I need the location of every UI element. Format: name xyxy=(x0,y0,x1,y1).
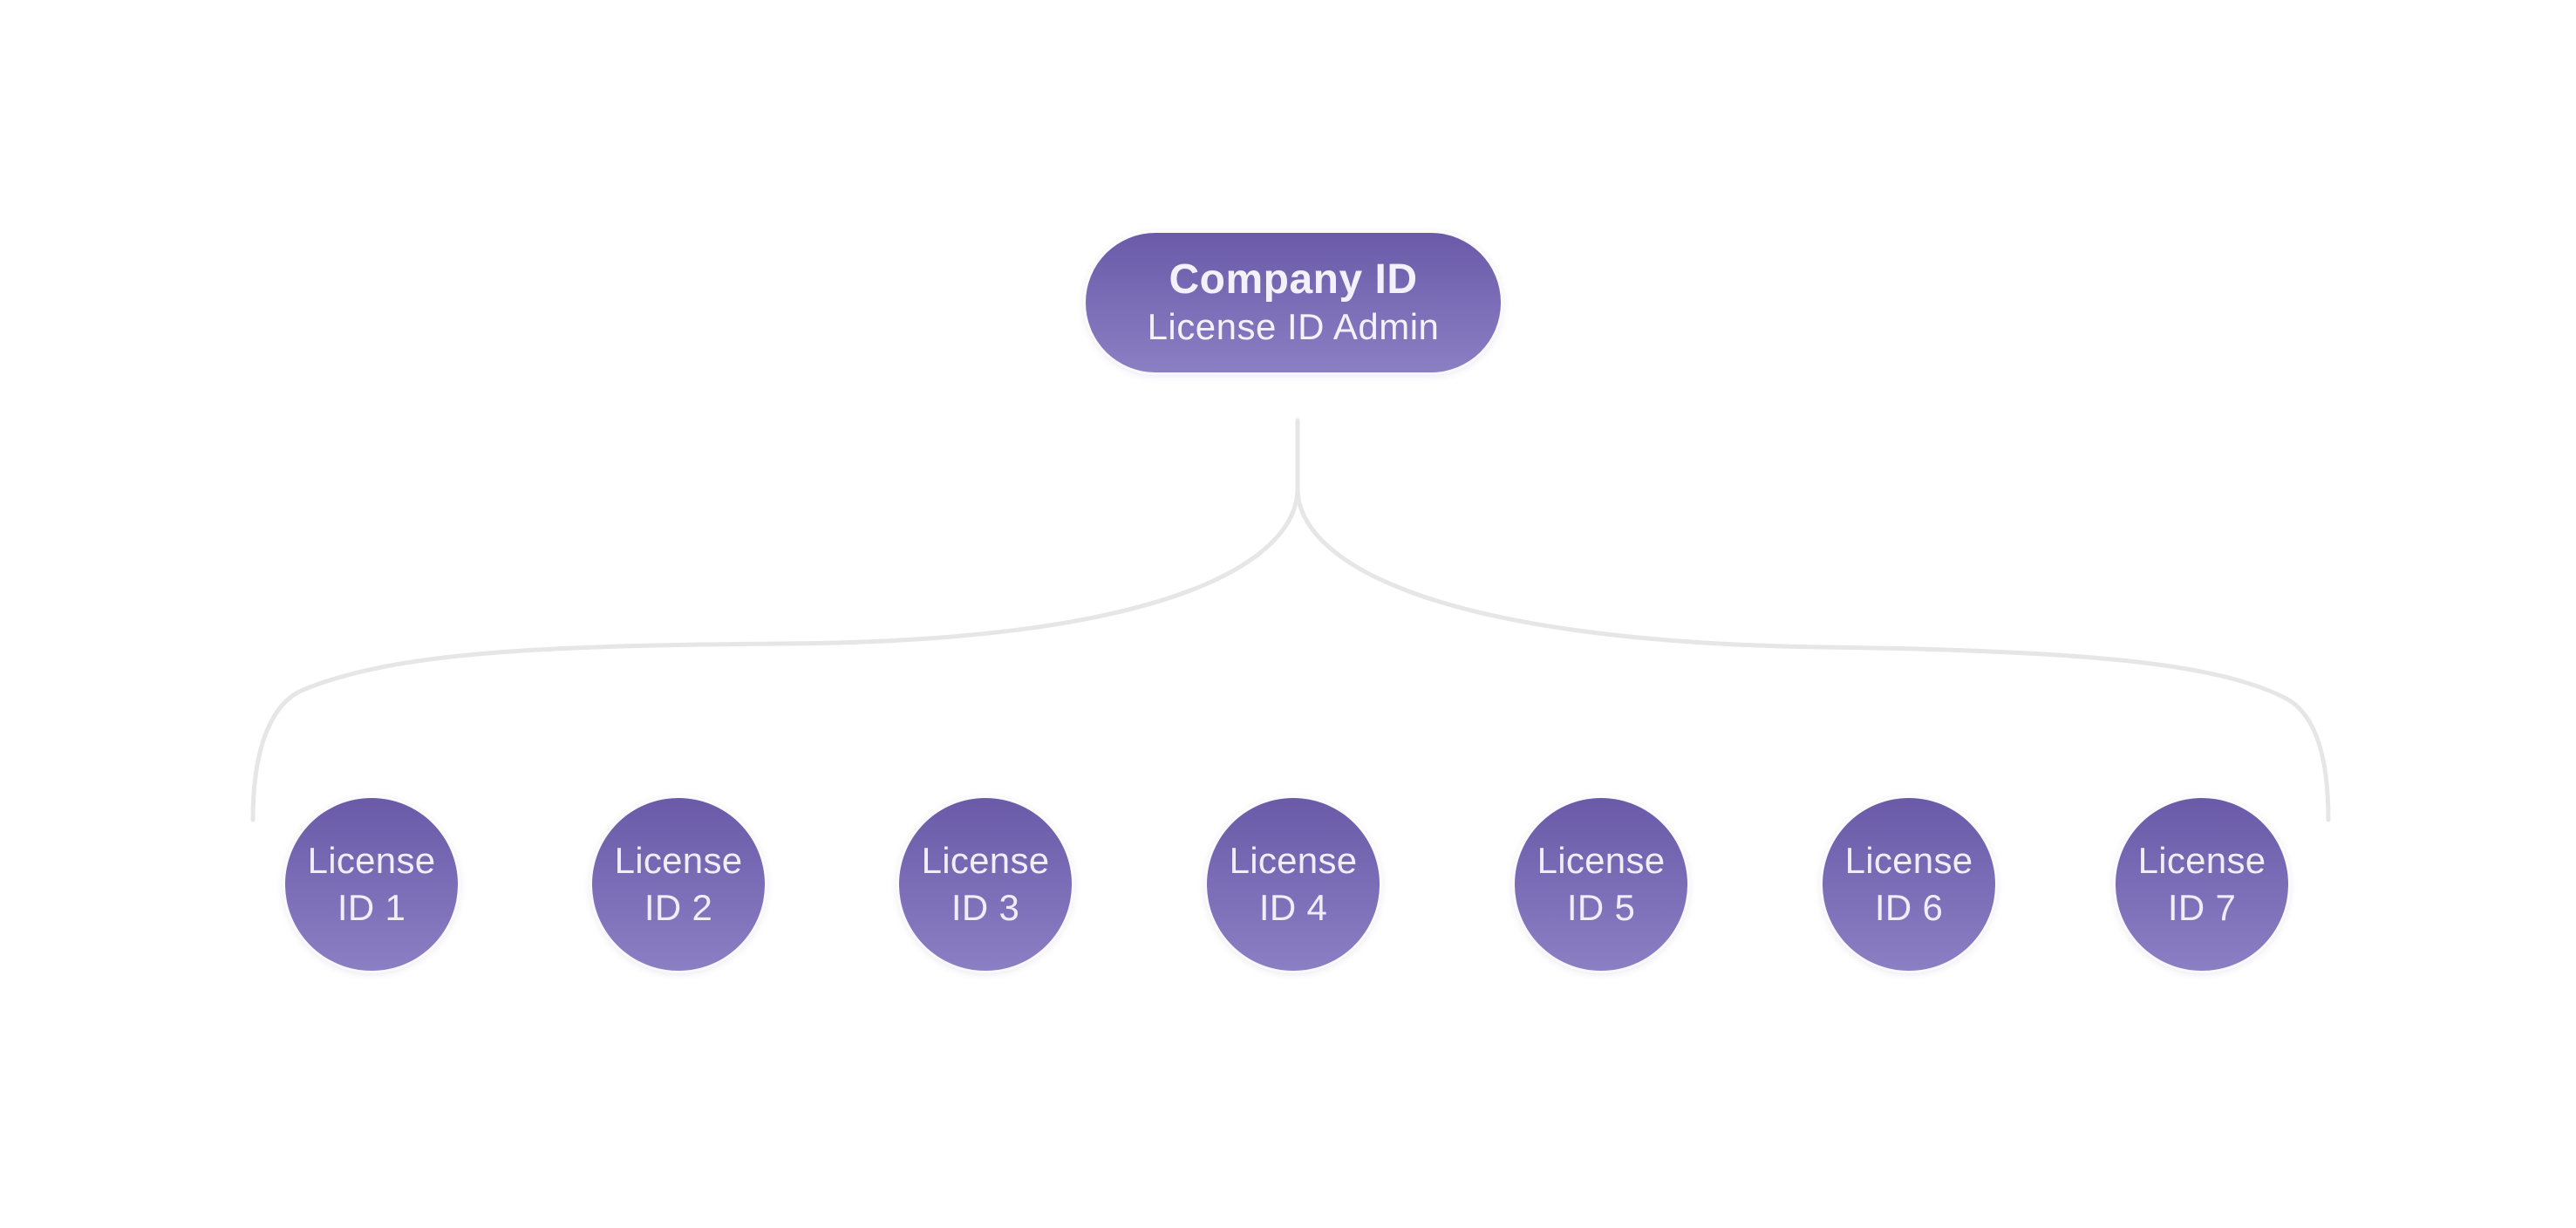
child-label-line1: License xyxy=(921,840,1050,881)
child-label-line2: ID 5 xyxy=(1566,887,1636,928)
child-label-line2: ID 2 xyxy=(644,887,713,928)
child-label-line1: License xyxy=(1229,840,1358,881)
connector-right-branch xyxy=(1295,486,2331,822)
child-label-line1: License xyxy=(1844,840,1973,881)
child-node-license-1[interactable]: License ID 1 xyxy=(285,798,458,971)
child-label-line1: License xyxy=(1537,840,1666,881)
child-label-line2: ID 4 xyxy=(1258,887,1328,928)
root-title: Company ID xyxy=(1169,256,1418,303)
child-label-line2: ID 1 xyxy=(337,887,406,928)
child-label-line1: License xyxy=(2137,840,2266,881)
child-node-license-5[interactable]: License ID 5 xyxy=(1515,798,1687,971)
child-node-license-4[interactable]: License ID 4 xyxy=(1207,798,1380,971)
root-subtitle: License ID Admin xyxy=(1147,306,1440,347)
child-label-line2: ID 6 xyxy=(1874,887,1944,928)
child-node-license-7[interactable]: License ID 7 xyxy=(2116,798,2288,971)
connector-left-branch xyxy=(250,418,1300,822)
root-node-company-id[interactable]: Company ID License ID Admin xyxy=(1086,233,1501,372)
child-node-license-2[interactable]: License ID 2 xyxy=(592,798,765,971)
child-label-line2: ID 3 xyxy=(951,887,1020,928)
child-label-line2: ID 7 xyxy=(2167,887,2237,928)
child-label-line1: License xyxy=(614,840,743,881)
child-node-license-3[interactable]: License ID 3 xyxy=(899,798,1072,971)
child-node-license-6[interactable]: License ID 6 xyxy=(1823,798,1995,971)
child-label-line1: License xyxy=(307,840,436,881)
